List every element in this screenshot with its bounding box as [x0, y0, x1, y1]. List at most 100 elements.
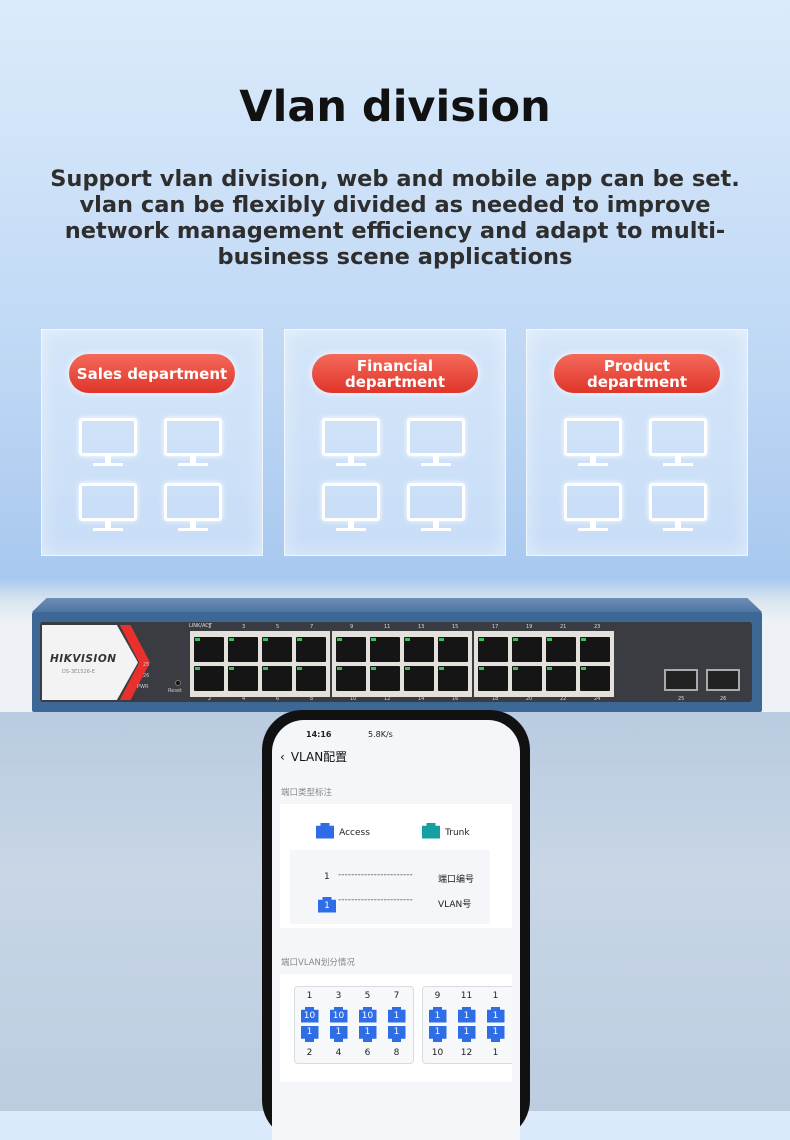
ethernet-port[interactable] [228, 637, 258, 662]
page-subtitle: Support vlan division, web and mobile ap… [50, 166, 740, 270]
trunk-legend: Trunk [422, 820, 470, 839]
sfp-port-26[interactable] [706, 669, 740, 691]
monitor-icon [164, 418, 222, 468]
port-number: 10 [431, 1048, 444, 1058]
vlan-port-icon[interactable]: 1 [301, 1026, 319, 1042]
port-number-label: 19 [526, 624, 533, 630]
port-number-label: 15 [452, 624, 459, 630]
legend-vlan-icon: 1 [318, 896, 336, 913]
trunk-port-icon [422, 822, 440, 839]
ethernet-port[interactable] [336, 637, 366, 662]
port-number-label: 3 [242, 624, 246, 630]
port-number-label: 4 [242, 696, 246, 702]
ethernet-port[interactable] [580, 666, 610, 691]
ethernet-port[interactable] [194, 637, 224, 662]
port-number-label: 10 [350, 696, 357, 702]
vlan-port-icon[interactable]: 1 [388, 1026, 406, 1042]
monitor-icon [407, 483, 465, 533]
monitor-icon [322, 418, 380, 468]
monitor-icon [79, 418, 137, 468]
vlan-port-icon[interactable]: 1 [457, 1006, 476, 1023]
access-label: Access [339, 828, 370, 838]
access-port-icon [316, 822, 334, 839]
sfp-port-25[interactable] [664, 669, 698, 691]
ethernet-port[interactable] [404, 637, 434, 662]
port-number-label: 7 [310, 624, 314, 630]
vlan-port-icon[interactable]: 1 [387, 1006, 406, 1023]
vlan-number: 1 [364, 1026, 371, 1037]
port-number-label: 14 [418, 696, 425, 702]
port-number-label: 24 [594, 696, 601, 702]
monitor-icon [649, 418, 707, 468]
port-number-label: 18 [492, 696, 499, 702]
department-badge: Sales department [69, 354, 235, 393]
department-panel: Sales department [41, 329, 263, 556]
ethernet-port[interactable] [438, 637, 468, 662]
legend-vlan-label: VLAN号 [438, 900, 472, 910]
port-number-label: 22 [560, 696, 567, 702]
ethernet-port[interactable] [404, 666, 434, 691]
vlan-port-icon[interactable]: 1 [429, 1026, 447, 1042]
vlan-number: 1 [492, 1010, 499, 1021]
port-group [190, 631, 330, 697]
department-panel: Product department [526, 329, 748, 556]
ethernet-port[interactable] [478, 666, 508, 691]
vlan-port-icon[interactable]: 1 [428, 1006, 447, 1023]
port-number-label: 9 [350, 624, 354, 630]
model-number: DS-3E1526-E [62, 669, 95, 675]
section-port-types: 端口类型标注 [281, 788, 333, 798]
page-title: Vlan division [239, 82, 551, 132]
port-number-label: 11 [384, 624, 391, 630]
ethernet-port[interactable] [546, 637, 576, 662]
ethernet-port[interactable] [370, 637, 400, 662]
ethernet-port[interactable] [512, 637, 542, 662]
ethernet-port[interactable] [296, 637, 326, 662]
reset-hole[interactable] [175, 680, 181, 686]
vlan-port-icon[interactable]: 10 [300, 1006, 319, 1023]
led-26: 26 [143, 673, 150, 679]
port-number: 1 [306, 991, 313, 1001]
monitor-icon [407, 418, 465, 468]
ethernet-port[interactable] [478, 637, 508, 662]
port-number: 4 [335, 1048, 342, 1058]
vlan-port-icon[interactable]: 10 [329, 1006, 348, 1023]
vlan-port-icon[interactable]: 1 [330, 1026, 348, 1042]
status-time: 14:16 [306, 730, 332, 739]
port-number: 6 [364, 1048, 371, 1058]
port-number: 3 [335, 991, 342, 1001]
port-number: 1 [492, 991, 499, 1001]
ethernet-port[interactable] [228, 666, 258, 691]
ethernet-port[interactable] [194, 666, 224, 691]
ethernet-port[interactable] [262, 666, 292, 691]
ethernet-port[interactable] [512, 666, 542, 691]
ethernet-port[interactable] [438, 666, 468, 691]
port-number: 8 [393, 1048, 400, 1058]
vlan-port-icon[interactable]: 10 [358, 1006, 377, 1023]
vlan-number: 1 [434, 1010, 441, 1021]
vlan-port-icon[interactable]: 1 [487, 1026, 505, 1042]
vlan-number: 10 [303, 1010, 316, 1021]
vlan-port-icon[interactable]: 1 [486, 1006, 505, 1023]
monitor-icon [649, 483, 707, 533]
vlan-number: 10 [332, 1010, 345, 1021]
vlan-number: 1 [463, 1026, 470, 1037]
ethernet-port[interactable] [296, 666, 326, 691]
vlan-number: 1 [335, 1026, 342, 1037]
monitor-icon [322, 483, 380, 533]
vlan-port-icon[interactable]: 1 [359, 1026, 377, 1042]
ethernet-port[interactable] [546, 666, 576, 691]
port-number-label: 13 [418, 624, 425, 630]
ethernet-port[interactable] [580, 637, 610, 662]
monitor-icon [164, 483, 222, 533]
smartphone: 14:16 5.8K/s ‹VLAN配置 端口类型标注 Access Trunk… [262, 710, 530, 1140]
network-switch: HIKVISION DS-3E1526-E 25 26 PWR Reset LI… [32, 598, 762, 712]
ethernet-port[interactable] [262, 637, 292, 662]
back-icon[interactable]: ‹ [280, 750, 285, 764]
ethernet-port[interactable] [370, 666, 400, 691]
vlan-port-icon[interactable]: 1 [458, 1026, 476, 1042]
port-number: 11 [460, 991, 473, 1001]
port-number-label: 1 [208, 624, 212, 630]
vlan-number: 1 [434, 1026, 441, 1037]
ethernet-port[interactable] [336, 666, 366, 691]
